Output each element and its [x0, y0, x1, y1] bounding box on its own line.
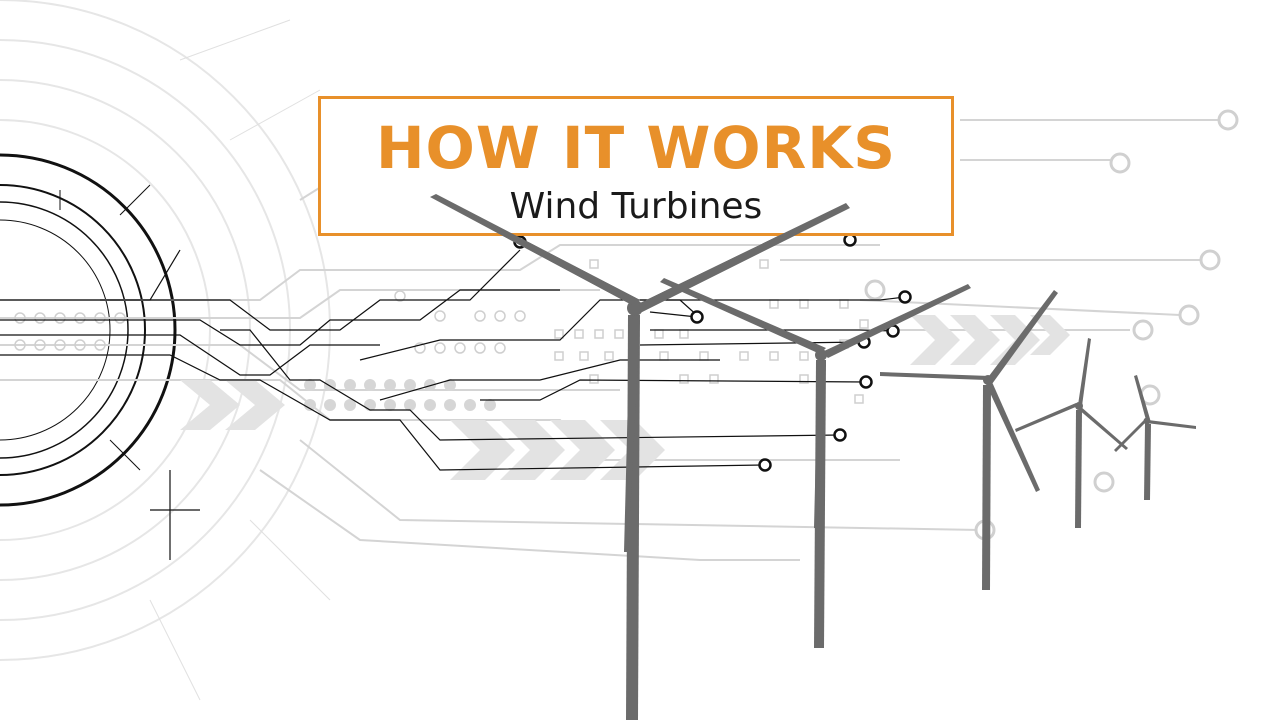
circuit-dot-circles	[14, 290, 526, 354]
wind-turbine-icon	[1015, 338, 1128, 528]
wind-turbine-icon	[1114, 375, 1196, 500]
filled-dots	[304, 379, 496, 411]
wind-turbine-icon	[880, 290, 1058, 590]
target-ring-ticks	[59, 184, 151, 471]
title-card: HOW IT WORKS Wind Turbines	[318, 96, 954, 236]
radar-tick-marks	[149, 19, 331, 701]
page-title: HOW IT WORKS	[375, 114, 896, 182]
chevron-arrow-icon	[180, 315, 1070, 480]
circuit-node-icon	[864, 109, 1239, 541]
page-subtitle: Wind Turbines	[509, 186, 763, 227]
target-rings	[0, 153, 177, 507]
wind-turbine-icon	[660, 278, 971, 648]
